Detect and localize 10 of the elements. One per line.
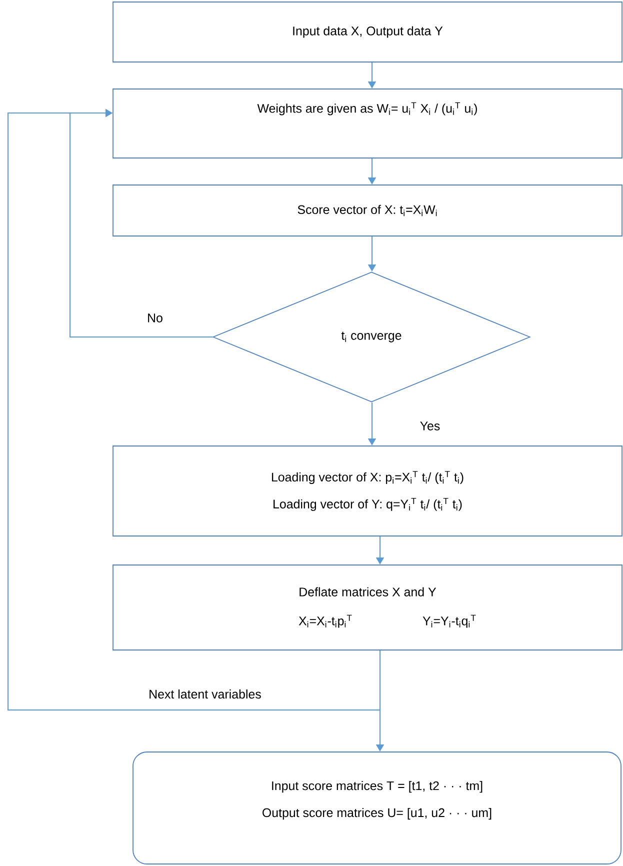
process-box: Loading vector of X: p$_{i}$=X$_{i}$$^{T}$ t$_{i}$/ (t$_{i}$$^{T}$ t$_{i}$) Loading vector of Y: q=Y$_{i}$$^{T}$ t$_{i}$/ (t$_{i}$$^{T}$ t$_{i}$) — [112, 446, 622, 536]
edge-label: Next latent variables — [148, 688, 262, 700]
process-box: Weights are given as W$_{i}$= u$_{i}$$^{T}$ X$_{i}$ / (u$_{i}$$^{T}$ u$_{i}$) — [112, 88, 622, 158]
process-box: Input data X, Output data Y — [112, 2, 622, 62]
edge-label: Yes — [418, 420, 442, 432]
process-box: Deflate matrices X and Y X$_{i}$=X$_{i}$-t$_{i}$p$_{i}$T Y$_{i}$=Y$_{i}$-t$_{i}$q$_{i}$T — [112, 564, 622, 650]
arrow — [8, 108, 380, 710]
edge-label: No — [146, 312, 164, 324]
terminal-box: Input score matrices T = [t1, t2 · · · tm] Output score matrices U= [u1, u2 · · · um] — [132, 752, 622, 864]
process-box: Score vector of X: t$_{i}$=X$_{i}$W$_{i}$ — [112, 184, 622, 236]
